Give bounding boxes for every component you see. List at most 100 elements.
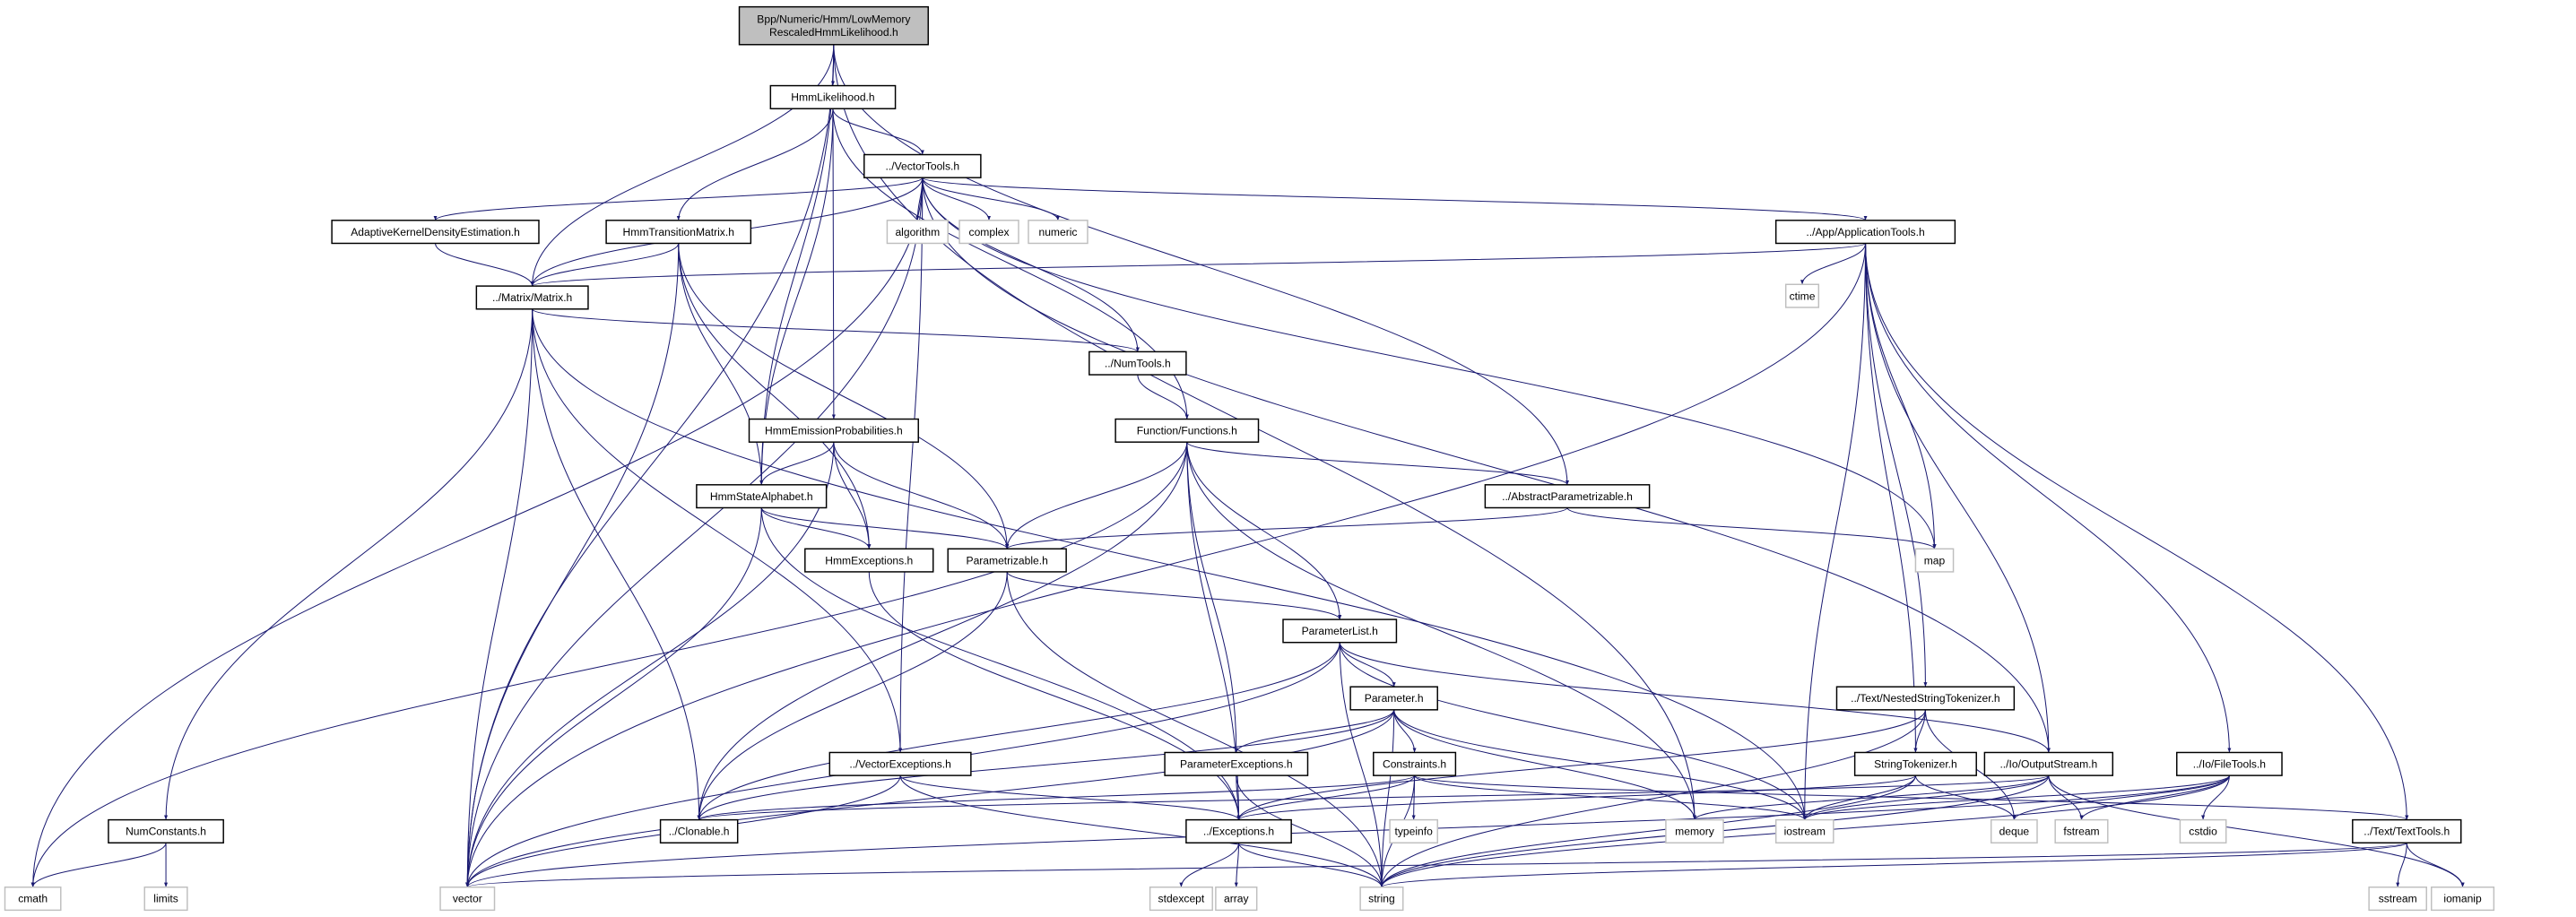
edge-root-to-hmmstate xyxy=(759,44,835,485)
node-matrix[interactable]: ../Matrix/Matrix.h xyxy=(475,285,589,310)
node-label: complex xyxy=(969,226,1010,238)
edge-constraints-to-iostream xyxy=(1414,774,1807,821)
node-label: HmmStateAlphabet.h xyxy=(710,490,813,503)
edge-paramlist-to-string xyxy=(1339,642,1383,887)
edge-parameter-to-memory xyxy=(1393,709,1696,820)
node-functions[interactable]: Function/Functions.h xyxy=(1115,418,1260,443)
edge-outstream-to-clonable xyxy=(697,774,2050,821)
node-string: string xyxy=(1359,886,1404,912)
node-box xyxy=(696,484,828,509)
node-hmmlik[interactable]: HmmLikelihood.h xyxy=(769,84,897,109)
edge-functions-to-memory xyxy=(1186,442,1696,820)
node-nested[interactable]: ../Text/NestedStringTokenizer.h xyxy=(1835,686,2016,711)
node-vectortools[interactable]: ../VectorTools.h xyxy=(863,153,982,178)
node-label: ctime xyxy=(1790,290,1816,302)
node-label: NumConstants.h xyxy=(126,826,206,838)
node-label: AdaptiveKernelDensityEstimation.h xyxy=(351,226,520,238)
node-texttools[interactable]: ../Text/TextTools.h xyxy=(2352,818,2462,843)
node-outstream[interactable]: ../Io/OutputStream.h xyxy=(1983,751,2114,776)
node-paramexc[interactable]: ParameterExceptions.h xyxy=(1164,751,1309,776)
node-label: ../VectorExceptions.h xyxy=(849,758,950,771)
node-adaptive[interactable]: AdaptiveKernelDensityEstimation.h xyxy=(331,220,540,245)
edge-parameter-to-clonable xyxy=(697,709,1395,820)
node-constraints[interactable]: Constraints.h xyxy=(1373,751,1457,776)
node-strtok[interactable]: StringTokenizer.h xyxy=(1853,751,1977,776)
node-box xyxy=(1665,818,1724,843)
edge-hmmtrans-to-hmmstate xyxy=(678,243,764,485)
node-box xyxy=(1349,686,1438,711)
edge-constraints-to-exceptions xyxy=(1236,774,1416,820)
edge-functions-to-paramexc xyxy=(1186,442,1238,753)
edge-strtok-to-deque xyxy=(1914,775,2017,820)
edge-vectortools-to-vector xyxy=(465,177,924,887)
node-vecexc[interactable]: ../VectorExceptions.h xyxy=(828,751,972,776)
edge-vectortools-to-numtools xyxy=(922,177,1140,352)
node-box xyxy=(958,220,1019,245)
edge-apptools-to-ctime xyxy=(1800,243,1867,285)
node-box xyxy=(1389,818,1438,843)
node-cmath: cmath xyxy=(4,886,62,912)
node-exceptions[interactable]: ../Exceptions.h xyxy=(1185,818,1292,843)
node-box xyxy=(605,220,752,245)
node-label: array xyxy=(1224,893,1249,905)
node-label: typeinfo xyxy=(1395,826,1434,838)
node-box xyxy=(143,886,188,912)
edge-exceptions-to-stdexcept xyxy=(1179,843,1240,887)
node-label: ../Exceptions.h xyxy=(1203,826,1274,838)
edge-apptools-to-texttools xyxy=(1865,243,2409,820)
edge-vectortools-to-apptools xyxy=(922,177,1868,221)
node-box xyxy=(1774,818,1834,843)
node-parametrizable[interactable]: Parametrizable.h xyxy=(947,548,1067,573)
edge-hmmlik-to-hmmtrans xyxy=(676,108,834,221)
node-clonable[interactable]: ../Clonable.h xyxy=(659,818,739,843)
edge-apptools-to-matrix xyxy=(530,243,1867,287)
edge-hmmstate-to-parametrizable xyxy=(760,507,1010,549)
edge-outstream-to-fstream xyxy=(2048,775,2084,820)
edge-hmmemis-to-vector xyxy=(465,442,835,887)
node-box xyxy=(1359,886,1404,912)
edge-parameter-to-constraints xyxy=(1393,709,1417,753)
edge-paramlist-to-parameter xyxy=(1339,642,1396,688)
node-box xyxy=(439,886,496,912)
node-hmmstate[interactable]: HmmStateAlphabet.h xyxy=(696,484,828,509)
node-stdexcept: stdexcept xyxy=(1149,886,1213,912)
edge-apptools-to-outstream xyxy=(1865,243,2051,753)
node-parameter[interactable]: Parameter.h xyxy=(1349,686,1438,711)
node-label: ../VectorTools.h xyxy=(886,160,960,173)
node-label: HmmEmissionProbabilities.h xyxy=(765,425,903,437)
node-abspar[interactable]: ../AbstractParametrizable.h xyxy=(1484,484,1651,509)
edge-matrix-to-iostream xyxy=(532,308,1807,820)
node-paramlist[interactable]: ParameterList.h xyxy=(1282,619,1398,644)
edge-matrix-to-vector xyxy=(465,308,533,887)
node-hmmtrans[interactable]: HmmTransitionMatrix.h xyxy=(605,220,752,245)
node-numconst[interactable]: NumConstants.h xyxy=(108,818,224,843)
node-box xyxy=(331,220,540,245)
edge-outstream-to-memory xyxy=(1693,774,2050,821)
node-numtools[interactable]: ../NumTools.h xyxy=(1089,350,1187,376)
edge-numconst-to-cmath xyxy=(30,843,167,887)
node-label: memory xyxy=(1675,826,1715,838)
node-box xyxy=(1215,886,1258,912)
node-root[interactable]: Bpp/Numeric/Hmm/LowMemoryRescaledHmmLike… xyxy=(738,5,929,46)
edge-exceptions-to-array xyxy=(1234,843,1240,887)
node-filetools[interactable]: ../Io/FileTools.h xyxy=(2176,751,2283,776)
edge-strtok-to-string xyxy=(1379,775,1916,887)
node-box xyxy=(886,220,949,245)
node-apptools[interactable]: ../App/ApplicationTools.h xyxy=(1774,220,1956,245)
edge-hmmtrans-to-parametrizable xyxy=(678,243,1010,549)
edge-hmmtrans-to-matrix xyxy=(530,243,680,287)
node-hmmemis[interactable]: HmmEmissionProbabilities.h xyxy=(748,418,919,443)
edge-root-to-vector xyxy=(465,44,835,887)
node-label: Parametrizable.h xyxy=(967,554,1048,567)
edge-constraints-to-clonable xyxy=(697,774,1416,821)
edge-vectortools-to-outstream xyxy=(922,177,2051,753)
edge-matrix-to-clonable xyxy=(532,308,701,820)
node-hmmexc[interactable]: HmmExceptions.h xyxy=(804,548,934,573)
node-box xyxy=(475,285,589,310)
edge-apptools-to-vector xyxy=(465,243,1867,887)
node-label: ../Matrix/Matrix.h xyxy=(492,291,572,304)
node-label: ../Io/OutputStream.h xyxy=(1999,758,2097,771)
edge-hmmtrans-to-vector xyxy=(465,243,680,887)
node-box xyxy=(1853,751,1977,776)
node-label: sstream xyxy=(2379,893,2417,905)
